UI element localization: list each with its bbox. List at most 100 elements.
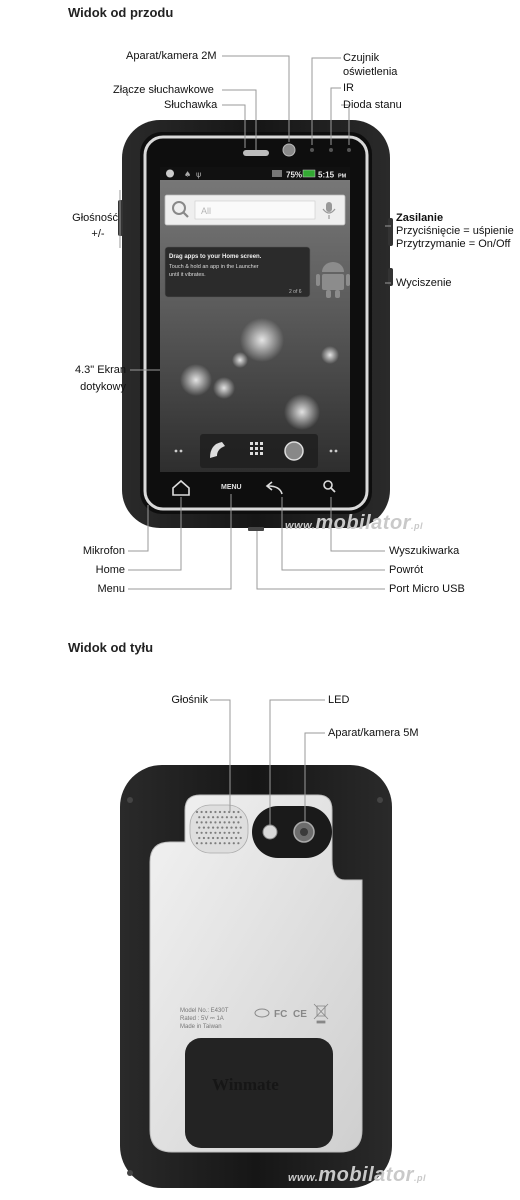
label-headphone-jack: Złącze słuchawkowe — [113, 84, 214, 96]
speaker-hole — [205, 842, 208, 845]
tip-line-1: Touch & hold an app in the Launcher — [169, 264, 259, 270]
speaker-hole — [214, 831, 217, 834]
weee-bin-icon — [313, 1003, 329, 1024]
label-speaker: Głośnik — [171, 694, 208, 706]
search-icon — [172, 201, 189, 218]
label-power-hold: Przytrzymanie = On/Off — [396, 238, 511, 250]
label-menu: Menu — [97, 583, 125, 595]
speaker-hole — [205, 810, 208, 814]
speaker-hole — [223, 842, 226, 845]
label-camera-5m: Aparat/kamera 5M — [328, 727, 419, 739]
speaker-hole — [221, 816, 224, 819]
speaker-hole — [223, 810, 226, 814]
speaker-hole — [221, 826, 224, 829]
speaker-hole — [200, 810, 203, 814]
speaker-hole — [202, 836, 205, 840]
model-number: Model No.: E430T — [180, 1008, 229, 1014]
speaker-hole — [216, 826, 219, 829]
android-robot-icon — [316, 262, 350, 298]
watermark-back: www.mobilator.pl — [288, 1164, 426, 1187]
label-led: LED — [328, 694, 350, 706]
label-screen-line2: dotykowy — [80, 381, 126, 393]
speaker-hole — [200, 842, 203, 845]
screen-tip-bubble — [164, 246, 311, 298]
ce-mark: CE — [293, 1009, 307, 1020]
speaker-hole — [228, 821, 231, 824]
earpiece-grill — [243, 150, 269, 156]
speaker-hole — [198, 836, 201, 840]
speaker-hole — [214, 810, 217, 814]
front-camera — [282, 143, 296, 157]
label-volume-line1: Głośność — [72, 212, 118, 224]
menu-key[interactable]: MENU — [221, 484, 242, 491]
speaker-hole — [195, 821, 199, 824]
browser-app-icon[interactable] — [284, 441, 304, 461]
watermark-tld: .pl — [410, 521, 423, 531]
tip-line-2: until it vibrates. — [169, 272, 206, 278]
tip-page: 2 of 6 — [289, 289, 302, 295]
speaker-hole — [239, 816, 242, 819]
battery-cover — [185, 1038, 333, 1148]
back-device: Model No.: E430T Rated : 5V ⎓ 1A Made in… — [120, 765, 392, 1188]
watermark-name: mobilator — [315, 512, 411, 534]
speaker-hole — [209, 821, 212, 824]
speaker-hole — [207, 816, 210, 819]
label-camera-2m: Aparat/kamera 2M — [126, 50, 217, 62]
speaker-hole — [223, 831, 226, 834]
label-light-sensor-line1: Czujnik — [343, 52, 380, 64]
speaker-hole — [207, 836, 210, 840]
speaker-hole — [195, 810, 199, 814]
label-volume-line2: +/- — [91, 228, 105, 240]
label-home: Home — [95, 564, 125, 576]
speaker-hole — [228, 831, 231, 834]
speaker-hole — [225, 826, 228, 829]
speaker-hole — [214, 821, 217, 824]
speaker-hole — [237, 842, 240, 845]
rated-power: Rated : 5V ⎓ 1A — [180, 1016, 224, 1022]
search-key-icon[interactable] — [323, 480, 336, 493]
speaker-hole — [237, 821, 240, 824]
speaker-hole — [232, 821, 235, 824]
watermark-tld: .pl — [413, 1173, 426, 1183]
speaker-hole — [232, 831, 235, 834]
speaker-hole — [212, 826, 215, 829]
front-device: ♠ ψ 75% 5:15 PM All Drag apps to your Ho… — [118, 120, 393, 531]
speaker-hole — [218, 842, 222, 845]
speaker-hole — [237, 831, 240, 834]
speaker-hole — [202, 826, 205, 829]
speaker-hole — [235, 816, 238, 819]
speaker-hole — [209, 842, 212, 845]
svg-text:ψ: ψ — [196, 170, 201, 179]
label-ir: IR — [343, 82, 354, 94]
front-view-title: Widok od przodu — [68, 5, 174, 20]
screen-search-placeholder: All — [201, 206, 211, 216]
speaker-hole — [207, 826, 210, 829]
label-power-press: Przyciśnięcie = uśpienie — [396, 225, 514, 237]
home-key-icon[interactable] — [172, 479, 190, 496]
phone-app-icon[interactable] — [210, 442, 225, 458]
label-search: Wyszukiwarka — [389, 545, 460, 557]
apps-grid-icon[interactable] — [250, 442, 263, 455]
label-power-title: Zasilanie — [396, 212, 444, 224]
label-microphone: Mikrofon — [82, 545, 125, 557]
speaker-hole — [202, 816, 205, 819]
speaker-hole — [216, 816, 219, 819]
speaker-hole — [218, 831, 222, 834]
speaker-hole — [209, 831, 212, 834]
speaker-hole — [198, 816, 201, 819]
speaker-hole — [225, 836, 228, 840]
speaker-hole — [195, 842, 199, 845]
label-usb-port: Port Micro USB — [389, 583, 465, 595]
speaker-hole — [205, 831, 208, 834]
label-status-led: Dioda stanu — [343, 99, 402, 111]
back-view-title: Widok od tyłu — [68, 640, 154, 655]
made-in: Made in Taiwan — [180, 1024, 222, 1030]
speaker-hole — [195, 831, 199, 834]
speaker-hole — [216, 836, 219, 840]
back-key-icon[interactable] — [265, 481, 283, 495]
brand-emboss: Winmate — [212, 1075, 279, 1094]
back-leader-lines — [210, 699, 325, 825]
led-flash — [262, 824, 278, 840]
speaker-hole — [221, 836, 224, 840]
speaker-hole — [239, 826, 242, 829]
